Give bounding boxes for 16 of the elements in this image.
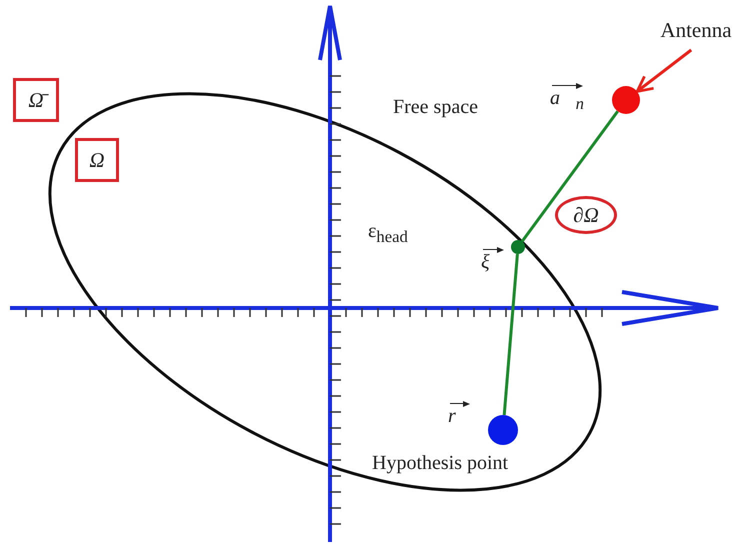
vector-label: ξ⃗ — [481, 246, 506, 273]
region-label: Free space — [393, 96, 478, 118]
antenna-label: Antenna — [648, 18, 744, 42]
complement-symbol-box: Ω̄ — [13, 78, 59, 122]
point-caption: Hypothesis point — [372, 452, 508, 474]
hypothesis-point-dot — [488, 415, 518, 445]
permittivity-label: ε$_{head}$ — [368, 220, 408, 246]
antenna-dot — [612, 86, 640, 114]
boundary-symbol-ellipse: ∂Ω — [555, 196, 617, 234]
boundary-point-dot — [511, 240, 525, 254]
vector-label: a⃗$_{n}$ — [550, 82, 584, 114]
connecting-line — [502, 254, 519, 416]
arrow — [636, 48, 692, 93]
vector-label: r⃗ — [448, 400, 472, 427]
domain-symbol-box: Ω — [75, 138, 119, 182]
connecting-line — [520, 110, 619, 242]
